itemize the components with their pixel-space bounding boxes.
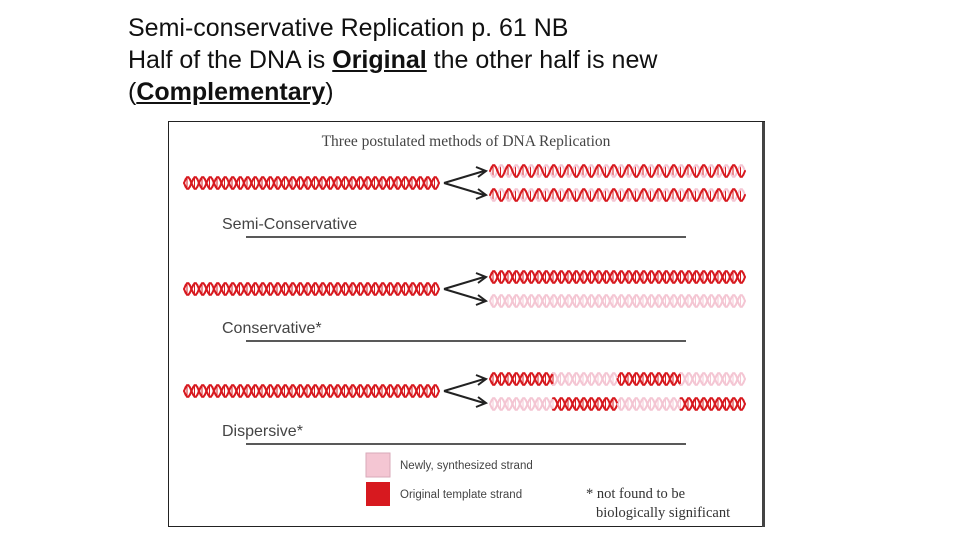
helix-strand-b xyxy=(742,194,746,200)
legend-swatch-new xyxy=(365,452,391,478)
method-label-conservative: Conservative* xyxy=(222,320,322,337)
figure-frame-shadow xyxy=(762,122,765,527)
title-line-2: Half of the DNA is Original the other ha… xyxy=(128,44,928,76)
parent-helix-semi-conservative xyxy=(183,176,440,190)
arrow-dispersive xyxy=(443,374,489,408)
arrow-semi-conservative xyxy=(443,166,489,200)
helix-strand-b xyxy=(742,300,746,306)
parent-helix-dispersive xyxy=(183,384,440,398)
slide-title: Semi-conservative Replication p. 61 NB H… xyxy=(128,12,928,108)
title-line-1: Semi-conservative Replication p. 61 NB xyxy=(128,14,569,42)
legend-swatch-original xyxy=(366,482,390,506)
replication-diagram: Three postulated methods of DNA Replicat… xyxy=(168,121,765,527)
footnote-line-1: * not found to be xyxy=(586,486,685,502)
daughter-helix-bottom-conservative xyxy=(489,294,746,308)
parent-helix-conservative xyxy=(183,282,440,296)
helix-strand-b xyxy=(436,288,440,294)
helix-strand-b xyxy=(436,182,440,188)
daughter-helix-bottom-semi-conservative xyxy=(489,188,746,202)
helix-layer xyxy=(183,164,746,411)
daughter-helix-top-semi-conservative xyxy=(489,164,746,178)
legend-label-new: Newly, synthesized strand xyxy=(400,460,533,472)
footnote-line-2: biologically significant xyxy=(596,505,730,521)
title-line-3-open: ( xyxy=(128,78,137,106)
title-word-original: Original xyxy=(332,46,427,74)
daughter-helix-top-conservative xyxy=(489,270,746,284)
title-line-3-close: ) xyxy=(325,78,334,106)
daughter-helix-top-dispersive xyxy=(489,372,746,386)
helix-strand-b xyxy=(742,170,746,176)
legend-label-original: Original template strand xyxy=(400,489,522,501)
helix-strand-b xyxy=(742,378,746,384)
replication-figure: Three postulated methods of DNA Replicat… xyxy=(168,121,766,527)
daughter-helix-bottom-dispersive xyxy=(489,397,746,411)
helix-strand-b xyxy=(742,403,746,409)
title-line-2-pre: Half of the DNA is xyxy=(128,46,333,74)
helix-strand-b xyxy=(436,390,440,396)
title-line-3: (Complementary) xyxy=(128,76,928,108)
arrow-conservative xyxy=(443,272,489,306)
method-label-semi-conservative: Semi-Conservative xyxy=(222,216,357,233)
method-label-dispersive: Dispersive* xyxy=(222,423,303,440)
title-line-2-post: the other half is new xyxy=(426,46,658,74)
title-word-complementary: Complementary xyxy=(136,78,326,106)
helix-strand-b xyxy=(742,276,746,282)
figure-title: Three postulated methods of DNA Replicat… xyxy=(322,133,611,150)
